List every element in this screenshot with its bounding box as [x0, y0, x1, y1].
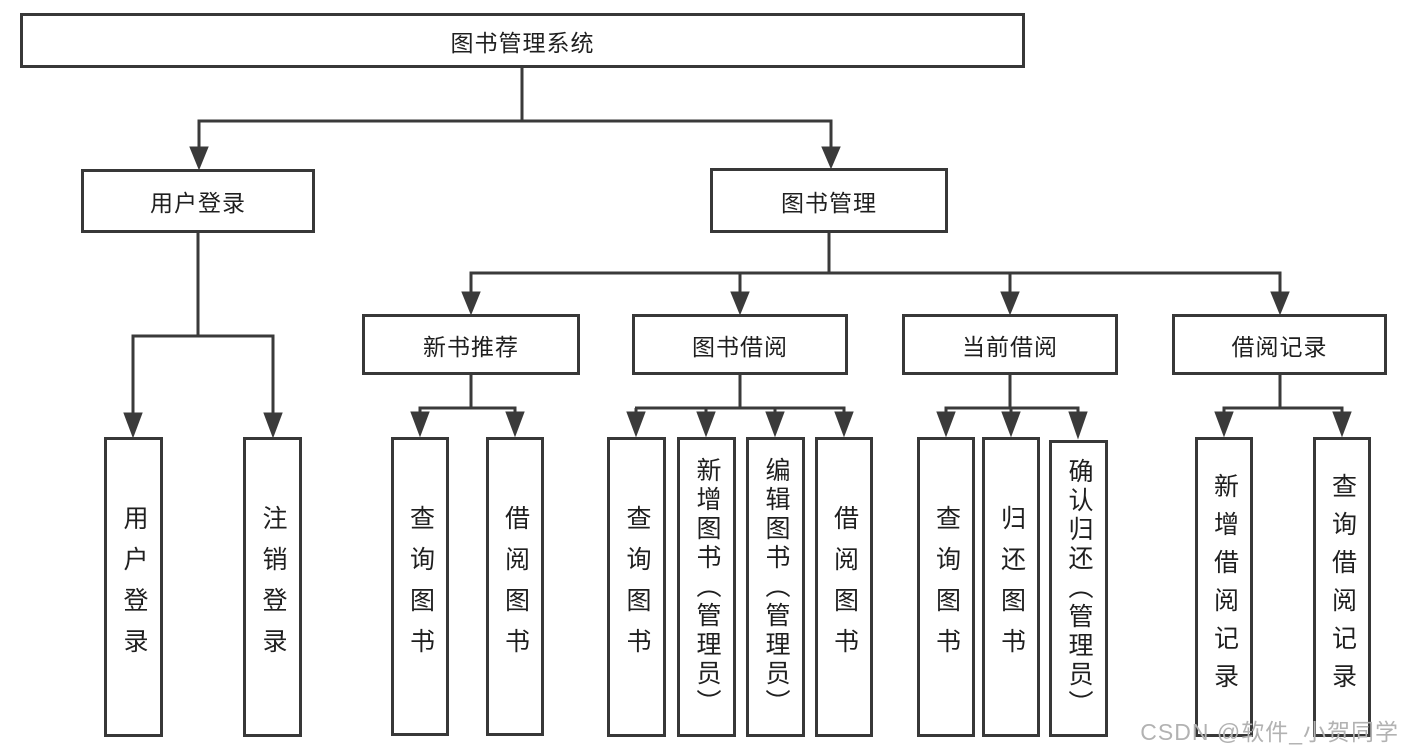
leaf-current-confirm-return-admin: 确认归还（管理员） [1049, 440, 1108, 737]
edges-book-management [461, 233, 1290, 316]
leaf-borrow-add-books-admin: 新增图书（管理员） [677, 437, 736, 737]
node-label: 确认归还（管理员） [1065, 458, 1093, 719]
leaf-borrow-query-books: 查询图书 [607, 437, 666, 737]
leaf-user-login: 用户登录 [104, 437, 163, 737]
node-label: 注销登录 [259, 505, 287, 669]
leaf-current-return-books: 归还图书 [982, 437, 1040, 737]
leaf-borrow-borrow-books: 借阅图书 [815, 437, 873, 737]
node-new-book-recommend: 新书推荐 [362, 314, 580, 375]
node-user-login: 用户登录 [81, 169, 315, 233]
node-label: 用户登录 [150, 190, 246, 216]
watermark: CSDN @软件_小贺同学 [1140, 719, 1399, 745]
node-label: 新增借阅记录 [1210, 473, 1239, 701]
node-current-borrow: 当前借阅 [902, 314, 1118, 375]
node-label: 查询图书 [932, 505, 961, 669]
node-library-management-system: 图书管理系统 [20, 13, 1025, 68]
node-label: 图书管理 [781, 189, 877, 216]
node-label: 归还图书 [997, 505, 1026, 669]
node-label: 当前借阅 [962, 333, 1058, 360]
node-book-borrow: 图书借阅 [632, 314, 848, 375]
node-book-management: 图书管理 [710, 168, 948, 233]
leaf-borrow-edit-books-admin: 编辑图书（管理员） [746, 437, 805, 737]
node-label: 图书管理系统 [450, 29, 595, 56]
node-label: 借阅记录 [1231, 333, 1328, 360]
edges-book-borrow [626, 375, 854, 438]
edges-root-to-level2 [189, 68, 841, 171]
node-label: 查询图书 [406, 504, 435, 669]
node-borrow-records: 借阅记录 [1172, 314, 1387, 375]
node-label: 查询图书 [623, 505, 651, 669]
leaf-records-query-record: 查询借阅记录 [1313, 437, 1371, 737]
node-label: 新增图书（管理员） [693, 456, 721, 718]
edges-user-login [123, 232, 283, 439]
leaf-newbook-query-books: 查询图书 [391, 437, 449, 736]
leaf-newbook-borrow-books: 借阅图书 [486, 437, 544, 736]
leaf-logout: 注销登录 [243, 437, 302, 737]
edges-new-book-recommend [410, 375, 525, 438]
edges-current-borrow [936, 375, 1088, 440]
node-label: 新书推荐 [423, 333, 519, 360]
node-label: 编辑图书（管理员） [762, 456, 790, 718]
leaf-current-query-books: 查询图书 [917, 437, 975, 737]
edges-borrow-records [1214, 375, 1352, 438]
node-label: 查询借阅记录 [1328, 473, 1357, 701]
node-label: 用户登录 [120, 505, 148, 669]
node-label: 借阅图书 [501, 504, 530, 669]
node-label: 借阅图书 [830, 505, 859, 669]
leaf-records-add-record: 新增借阅记录 [1195, 437, 1253, 737]
node-label: 图书借阅 [692, 333, 788, 360]
